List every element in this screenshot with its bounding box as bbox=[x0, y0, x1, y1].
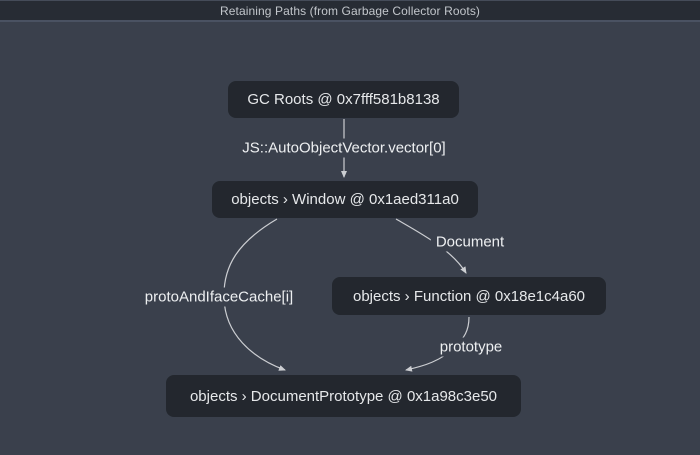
retaining-paths-graph[interactable]: JS::AutoObjectVector.vector[0] Document … bbox=[0, 24, 700, 455]
edge-label-protoandifacecache: protoAndIfaceCache[i] bbox=[139, 287, 299, 307]
graph-node-function[interactable]: objects › Function @ 0x18e1c4a60 bbox=[332, 277, 606, 315]
graph-node-window[interactable]: objects › Window @ 0x1aed311a0 bbox=[212, 181, 478, 218]
graph-node-function-label: objects › Function @ 0x18e1c4a60 bbox=[352, 287, 586, 305]
edge-label-prototype: prototype bbox=[434, 337, 508, 357]
panel-title-bar: Retaining Paths (from Garbage Collector … bbox=[0, 0, 700, 22]
edge-label-document: Document bbox=[430, 232, 510, 252]
graph-node-gc-roots-label: GC Roots @ 0x7fff581b8138 bbox=[247, 91, 440, 108]
graph-node-window-label: objects › Window @ 0x1aed311a0 bbox=[231, 191, 459, 208]
edge-label-autoobjectvector: JS::AutoObjectVector.vector[0] bbox=[237, 138, 451, 158]
graph-node-document-prototype-label: objects › DocumentPrototype @ 0x1a98c3e5… bbox=[189, 387, 498, 405]
panel-title: Retaining Paths (from Garbage Collector … bbox=[219, 3, 481, 18]
graph-node-gc-roots[interactable]: GC Roots @ 0x7fff581b8138 bbox=[228, 81, 459, 118]
graph-node-document-prototype[interactable]: objects › DocumentPrototype @ 0x1a98c3e5… bbox=[166, 375, 521, 417]
